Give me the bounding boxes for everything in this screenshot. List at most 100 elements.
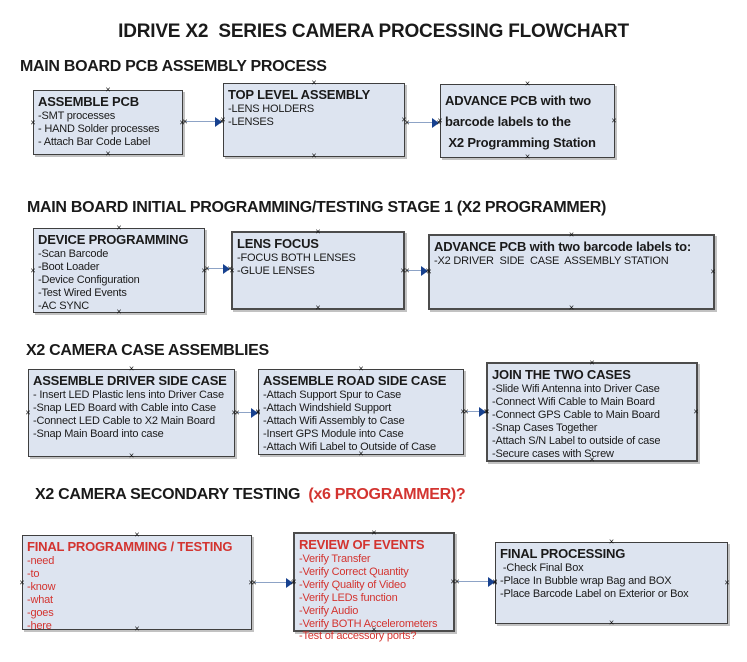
connection-point-icon: ×	[524, 151, 531, 162]
box-title: ASSEMBLE PCB	[38, 94, 139, 109]
section-heading-pcb-assembly: MAIN BOARD PCB ASSEMBLY PROCESS	[20, 58, 327, 75]
box-title: FINAL PROCESSING	[500, 546, 626, 561]
arrow-line	[407, 122, 433, 123]
connector-arrow: ××	[404, 117, 442, 129]
connection-point-icon: ×	[19, 577, 25, 587]
box-title: LENS FOCUS	[237, 236, 319, 251]
arrow-line	[207, 268, 224, 269]
connection-point-icon: ×	[404, 265, 410, 276]
box-item: -here	[27, 619, 52, 632]
arrow-head-icon	[488, 577, 495, 587]
connection-point-icon: ×	[251, 577, 257, 588]
box-item: -Attach Windshield Support	[263, 401, 392, 414]
flow-box-final-processing: ×××× FINAL PROCESSING -Check Final Box -…	[492, 537, 730, 627]
box-item: -LENS HOLDERS	[228, 103, 315, 115]
section-heading-secondary-testing-red: (x6 PROGRAMMER)?	[304, 486, 466, 503]
box-item: -Verify BOTH Accelerometers	[299, 617, 438, 630]
connection-point-icon: ×	[315, 302, 321, 313]
box-item: -GLUE LENSES	[237, 264, 315, 277]
connection-point-icon: ×	[105, 148, 111, 159]
arrow-line	[254, 582, 287, 583]
box-item: -Place Barcode Label on Exterior or Box	[500, 587, 689, 600]
box-item: -Connect GPS Cable to Main Board	[492, 408, 660, 421]
arrow-head-icon	[215, 117, 222, 127]
box-item: -Boot Loader	[38, 260, 100, 273]
connection-point-icon: ×	[204, 263, 210, 274]
connection-point-icon: ×	[234, 407, 240, 418]
box-item: -Verify Quality of Video	[299, 578, 406, 591]
arrow-head-icon	[421, 266, 428, 276]
connection-point-icon: ×	[463, 406, 469, 417]
connector-arrow: ××	[454, 576, 498, 588]
arrow-head-icon	[223, 264, 230, 274]
box-title: ADVANCE PCB with two barcode labels to:	[434, 239, 692, 254]
section-heading-initial-programming: MAIN BOARD INITIAL PROGRAMMING/TESTING S…	[27, 199, 607, 216]
connection-point-icon: ×	[30, 117, 36, 127]
connector-arrow: ××	[404, 265, 431, 277]
box-item: -Check Final Box	[500, 562, 584, 574]
box-title: ASSEMBLE ROAD SIDE CASE	[263, 373, 447, 388]
flow-box-assemble-road-side-case: ×××× ASSEMBLE ROAD SIDE CASE -Attach Sup…	[255, 364, 465, 458]
box-item: -Attach Wifi Assembly to Case	[263, 414, 405, 427]
box-item: -Place In Bubble wrap Bag and BOX	[500, 574, 672, 587]
box-item: -goes	[27, 606, 54, 619]
connector-arrow: ××	[251, 577, 296, 589]
flow-box-advance-pcb-driver-side-station: ×××× ADVANCE PCB with two barcode labels…	[426, 230, 715, 313]
arrow-head-icon	[479, 407, 486, 417]
flow-box-device-programming: ×××× DEVICE PROGRAMMING -Scan Barcode -B…	[30, 223, 206, 316]
arrow-head-icon	[251, 408, 258, 418]
connection-point-icon: ×	[404, 117, 410, 128]
box-item: -Attach S/N Label to outside of case	[492, 434, 661, 447]
box-item: -SMT processes	[38, 110, 116, 122]
box-item: -Scan Barcode	[38, 248, 109, 260]
box-item: - Attach Bar Code Label	[38, 135, 151, 148]
box-item: -Test of accessory ports?	[299, 630, 417, 643]
flow-box-review-of-events: ×××× REVIEW OF EVENTS -Verify Transfer -…	[291, 528, 456, 642]
box-item: -what	[27, 593, 53, 606]
box-title: DEVICE PROGRAMMING	[38, 232, 189, 247]
box-item: -Attach Support Spur to Case	[263, 389, 402, 401]
arrow-head-icon	[286, 578, 293, 588]
box-title: FINAL PROGRAMMING / TESTING	[27, 539, 233, 554]
flow-box-assemble-pcb: ×××× ASSEMBLE PCB -SMT processes - HAND …	[30, 85, 184, 158]
box-item: -Verify Transfer	[299, 553, 371, 565]
flowchart-title: IDRIVE X2 SERIES CAMERA PROCESSING FLOWC…	[118, 21, 629, 42]
box-item: -need	[27, 555, 55, 567]
arrow-head-icon	[432, 118, 439, 128]
connection-point-icon: ×	[724, 577, 730, 588]
connection-point-icon: ×	[229, 265, 235, 275]
connection-point-icon: ×	[30, 265, 36, 275]
box-item: -Slide Wifi Antenna into Driver Case	[492, 383, 660, 395]
arrow-line	[457, 581, 489, 582]
box-item: -Device Configuration	[38, 273, 140, 286]
connection-point-icon: ×	[25, 407, 31, 418]
connection-point-icon: ×	[608, 617, 615, 628]
arrow-line	[407, 270, 422, 271]
arrow-line	[237, 412, 252, 413]
box-item: - Insert LED Plastic lens into Driver Ca…	[33, 389, 224, 401]
box-item: -Verify LEDs function	[299, 591, 398, 604]
box-item: -Verify Audio	[299, 604, 359, 617]
box-title: ADVANCE PCB with two barcode labels to t…	[445, 93, 596, 150]
flow-box-lens-focus: ×××× LENS FOCUS -FOCUS BOTH LENSES -GLUE…	[229, 227, 405, 313]
box-title: TOP LEVEL ASSEMBLY	[228, 87, 371, 102]
arrow-line	[185, 121, 216, 122]
flow-box-final-programming-testing: ×××× FINAL PROGRAMMING / TESTING -need -…	[19, 530, 253, 633]
flow-box-advance-pcb-programming-station: ×××× ADVANCE PCB with two barcode labels…	[437, 79, 617, 161]
connection-point-icon: ×	[568, 302, 575, 313]
connection-point-icon: ×	[182, 116, 188, 127]
box-item: -FOCUS BOTH LENSES	[237, 252, 356, 264]
box-item: -Test Wired Events	[38, 286, 127, 299]
connection-point-icon: ×	[611, 115, 617, 126]
flow-box-top-level-assembly: ×××× TOP LEVEL ASSEMBLY -LENS HOLDERS -L…	[220, 78, 406, 160]
connection-point-icon: ×	[454, 576, 460, 587]
box-item: -Attach Wifi Label to Outside of Case	[263, 440, 436, 453]
arrow-line	[466, 411, 480, 412]
flow-box-assemble-driver-side-case: ×××× ASSEMBLE DRIVER SIDE CASE - Insert …	[25, 364, 236, 460]
connection-point-icon: ×	[693, 406, 699, 417]
box-item: -Secure cases with Screw	[492, 447, 614, 460]
connector-arrow: ××	[234, 407, 261, 419]
box-item: -Snap Main Board into case	[33, 427, 164, 440]
connection-point-icon: ×	[450, 576, 456, 587]
box-item: -Connect LED Cable to X2 Main Board	[33, 414, 215, 427]
